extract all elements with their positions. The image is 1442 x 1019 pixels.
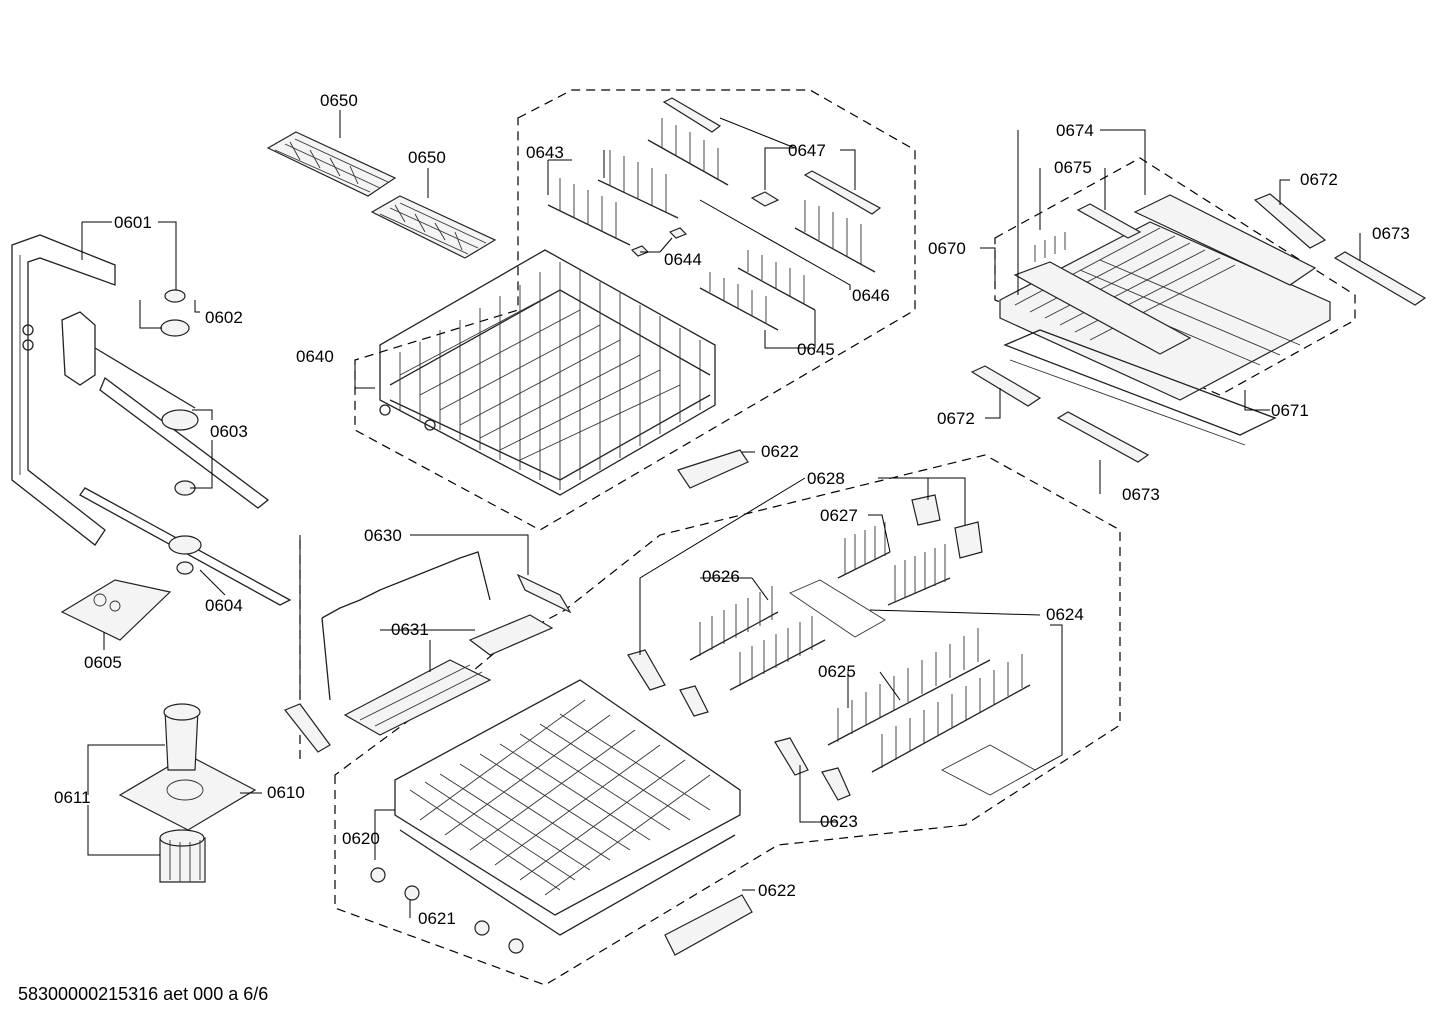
tine-rack-0626-b	[729, 616, 826, 691]
leader-lines	[81, 110, 1361, 918]
clip-0624-a	[789, 579, 886, 638]
tine-rack-0625-b	[871, 654, 1031, 773]
label-0621: 0621	[418, 909, 456, 928]
third-rack-0675-left	[1013, 232, 1192, 355]
wheels-0621	[370, 867, 524, 954]
label-0625: 0625	[818, 662, 856, 681]
label-0604: 0604	[205, 596, 243, 615]
strip-0673-a	[1333, 251, 1427, 306]
tine-rack-0626-a	[689, 586, 779, 661]
tine-rack-0643-b	[597, 150, 679, 219]
tine-rack-0645-b	[699, 272, 779, 331]
label-0644: 0644	[664, 250, 702, 269]
tine-rack-0645-a	[737, 250, 816, 311]
label-0626: 0626	[702, 567, 740, 586]
third-rack-0675-top	[1076, 203, 1142, 239]
tine-rack-0643-a	[547, 178, 631, 246]
label-0622-b: 0622	[758, 881, 796, 900]
label-0650-b: 0650	[408, 148, 446, 167]
holder-0630-lower	[284, 703, 331, 753]
label-0645: 0645	[797, 340, 835, 359]
label-0672-b: 0672	[937, 409, 975, 428]
label-0671: 0671	[1271, 401, 1309, 420]
label-0602: 0602	[205, 308, 243, 327]
bracket-0672-a	[1253, 193, 1327, 249]
third-rack-0674-right	[1133, 194, 1317, 286]
clip-0644	[630, 227, 688, 257]
document-reference: 58300000215316 aet 000 a 6/6	[18, 984, 268, 1004]
label-0673-b: 0673	[1122, 485, 1160, 504]
tine-rack-0627-a	[837, 522, 891, 579]
label-0670: 0670	[928, 239, 966, 258]
label-0650-a: 0650	[320, 91, 358, 110]
label-0646: 0646	[852, 286, 890, 305]
cover-0605	[60, 579, 172, 641]
clip-0647	[750, 191, 780, 207]
label-0672-a: 0672	[1300, 170, 1338, 189]
label-0628: 0628	[807, 469, 845, 488]
label-0647: 0647	[788, 141, 826, 160]
handle-0622-upper	[677, 449, 749, 489]
strip-0673-b	[1056, 411, 1150, 463]
part-labels: 0650 0650 0643 0647 0644 0646 0645 0640 …	[54, 91, 1410, 928]
upper-basket-group-outline	[354, 89, 916, 531]
cutlery-tray-0650-lower	[370, 195, 497, 259]
tine-rack-0647-a	[647, 97, 729, 186]
handle-0622-lower	[664, 894, 753, 956]
label-0603: 0603	[210, 422, 248, 441]
label-0605: 0605	[84, 653, 122, 672]
label-0627: 0627	[820, 506, 858, 525]
feed-pipe-0601	[11, 234, 116, 546]
label-0674: 0674	[1056, 121, 1094, 140]
hinge-0624	[627, 649, 709, 717]
label-0601: 0601	[114, 213, 152, 232]
label-0610: 0610	[267, 783, 305, 802]
cutlery-tray-0650-upper	[266, 131, 397, 197]
label-0623: 0623	[820, 812, 858, 831]
tine-rack-0627-b	[887, 544, 951, 606]
label-0622-a: 0622	[761, 442, 799, 461]
label-0620: 0620	[342, 829, 380, 848]
label-0640: 0640	[296, 347, 334, 366]
clip-0628	[911, 494, 983, 559]
rail-0671	[1003, 329, 1277, 446]
label-0643: 0643	[526, 143, 564, 162]
holder-0630	[516, 573, 572, 614]
upper-spray-arm-0603	[61, 311, 270, 509]
label-0673-a: 0673	[1372, 224, 1410, 243]
label-0624: 0624	[1046, 605, 1084, 624]
label-0630: 0630	[364, 526, 402, 545]
filter-0611	[159, 829, 206, 883]
nozzle-0602	[160, 289, 190, 337]
bracket-0672-b	[970, 365, 1042, 407]
clip-0623	[774, 737, 851, 801]
lower-spray-arm-0604	[79, 487, 292, 606]
tray-0631-a	[343, 659, 492, 736]
label-0631: 0631	[391, 620, 429, 639]
clip-0624-b	[941, 744, 1036, 796]
label-0611: 0611	[54, 788, 91, 807]
upper-basket-0640	[379, 249, 716, 496]
filter-0610	[118, 703, 257, 831]
third-rack-0670	[999, 221, 1331, 401]
tine-rack-0647-b	[794, 170, 882, 273]
label-0675: 0675	[1054, 158, 1092, 177]
lower-basket-0620	[394, 679, 741, 936]
tine-rack-0625-a	[827, 628, 991, 746]
wire-0630	[321, 551, 491, 701]
tray-0631-b	[468, 614, 554, 656]
